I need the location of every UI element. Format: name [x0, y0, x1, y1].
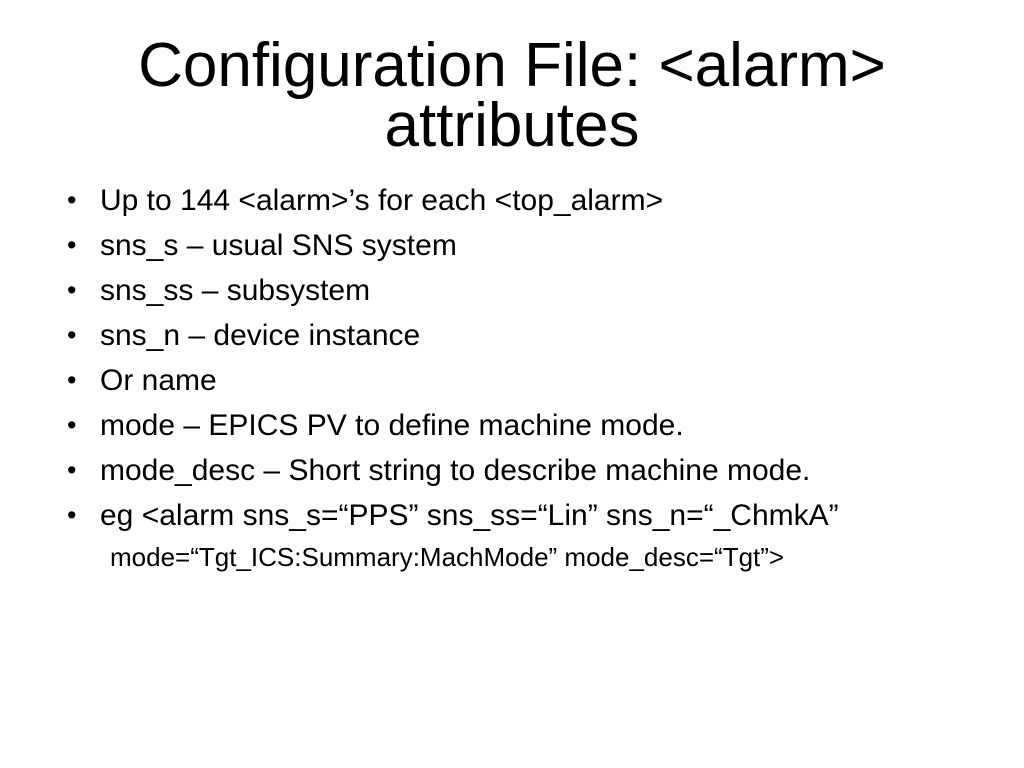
bullet-item-5: Or name	[67, 358, 977, 403]
bullet-text-4: sns_n – device instance	[100, 319, 421, 352]
bullet-text-6: mode – EPICS PV to define machine mode.	[100, 409, 684, 442]
bullet-continuation-8: mode=“Tgt_ICS:Summary:MachMode” mode_des…	[110, 542, 785, 572]
bullet-text-1: Up to 144 <alarm>’s for each <top_alarm>	[100, 184, 664, 217]
bullet-item-3: sns_ss – subsystem	[67, 268, 977, 313]
bullet-item-4: sns_n – device instance	[67, 313, 977, 358]
bullet-text-7: mode_desc – Short string to describe mac…	[100, 454, 811, 487]
bullet-text-8: eg <alarm sns_s=“PPS” sns_ss=“Lin” sns_n…	[100, 499, 839, 532]
bullet-item-7: mode_desc – Short string to describe mac…	[67, 448, 977, 493]
bullet-list: Up to 144 <alarm>’s for each <top_alarm>…	[67, 178, 977, 577]
slide-title-line-1: Configuration File: <alarm>	[138, 31, 886, 100]
bullet-item-2: sns_s – usual SNS system	[67, 223, 977, 268]
bullet-item-8: eg <alarm sns_s=“PPS” sns_ss=“Lin” sns_n…	[67, 493, 977, 577]
bullet-text-3: sns_ss – subsystem	[100, 274, 371, 307]
bullet-item-6: mode – EPICS PV to define machine mode.	[67, 403, 977, 448]
bullet-item-1: Up to 144 <alarm>’s for each <top_alarm>	[67, 178, 977, 223]
slide-title-line-2: attributes	[384, 91, 640, 160]
bullet-text-5: Or name	[100, 364, 217, 397]
slide-title: Configuration File: <alarm> attributes	[0, 31, 1024, 160]
bullet-text-2: sns_s – usual SNS system	[100, 229, 457, 262]
